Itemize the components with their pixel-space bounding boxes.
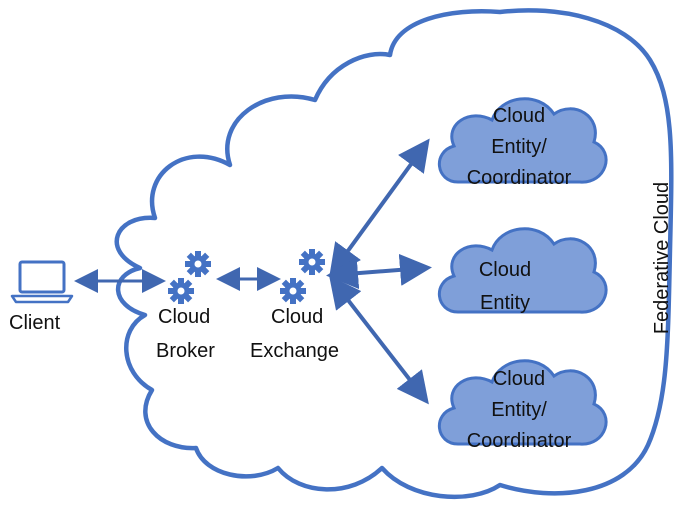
broker-label-line1: Cloud xyxy=(158,306,210,328)
entity-middle-line1: Cloud xyxy=(479,259,531,281)
exchange-label-line1: Cloud xyxy=(271,306,323,328)
entity-cloud-middle: Cloud Entity xyxy=(437,227,608,314)
entity-cloud-top: Cloud Entity/ Coordinator xyxy=(437,97,608,189)
federative-cloud-label: Federative Cloud xyxy=(651,182,673,334)
client-label: Client xyxy=(9,312,61,334)
broker-label-line2: Broker xyxy=(156,340,215,362)
exchange-entity-top-arrow xyxy=(329,138,430,277)
entity-bottom-line3: Coordinator xyxy=(467,430,572,452)
federative-cloud-outline xyxy=(114,8,674,500)
exchange-entity-middle-arrow xyxy=(326,253,432,290)
laptop-icon xyxy=(10,260,74,304)
entity-bottom-line1: Cloud xyxy=(493,368,545,390)
exchange-label-line2: Exchange xyxy=(250,340,339,362)
entity-middle-line2: Entity xyxy=(480,292,530,314)
entity-bottom-line2: Entity/ xyxy=(491,399,547,421)
exchange-gears-icon xyxy=(280,249,325,304)
broker-gears-icon xyxy=(168,251,211,304)
entity-top-line2: Entity/ xyxy=(491,136,547,158)
exchange-entity-bottom-arrow xyxy=(329,275,429,405)
entity-cloud-bottom: Cloud Entity/ Coordinator xyxy=(437,359,608,452)
entity-top-line3: Coordinator xyxy=(467,167,572,189)
entity-top-line1: Cloud xyxy=(493,105,545,127)
